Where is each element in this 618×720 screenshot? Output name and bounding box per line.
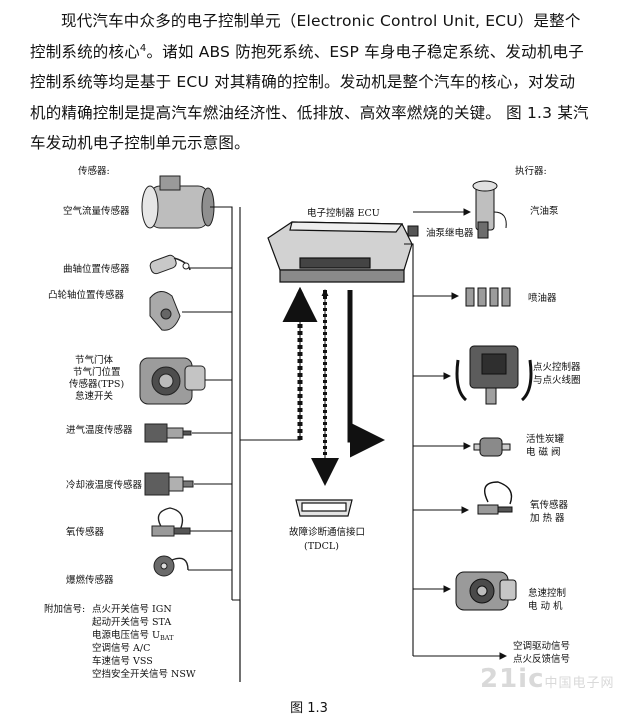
diagnostic-connector-icon <box>295 499 353 517</box>
ecu-unit-icon <box>267 221 413 283</box>
actuator-label-canister-2: 电 磁 阀 <box>526 446 561 458</box>
signal-vss: 车速信号 VSS <box>92 655 153 667</box>
actuator-label-fuel-pump: 汽油泵 <box>530 205 559 217</box>
sensor-connector-lines <box>182 206 241 682</box>
watermark-main: 21ic <box>480 664 545 694</box>
reference-number: 4 <box>139 42 147 54</box>
actuator-label-signal-2: 点火反馈信号 <box>513 653 570 665</box>
sensor-label-intake-temp: 进气温度传感器 <box>66 424 133 436</box>
paragraph-text-1: 现代汽车中众多的电子控制单元（Electronic Control Unit, … <box>30 12 581 61</box>
actuator-label-canister-1: 活性炭罐 <box>526 433 565 445</box>
coolant-temp-sensor-icon <box>144 472 194 496</box>
diagnostic-label-2: (TDCL) <box>304 541 339 552</box>
actuator-label-ignition-1: 点火控制器 <box>533 361 581 373</box>
actuator-label-oxygen-2: 加 热 器 <box>530 512 565 524</box>
relay-label: 油泵继电器 <box>426 227 474 239</box>
ecu-diagnostic-arrows <box>282 287 385 486</box>
knock-sensor-icon <box>153 555 189 577</box>
sensor-label-oxygen: 氧传感器 <box>66 526 105 538</box>
throttle-body-icon <box>139 357 206 405</box>
sensor-label-throttle-2: 节气门位置 <box>73 366 121 378</box>
crankshaft-sensor-icon <box>149 254 191 275</box>
signal-ac: 空调信号 A/C <box>92 642 150 654</box>
actuator-label-signal-1: 空调驱动信号 <box>513 640 570 652</box>
canister-valve-icon <box>473 437 511 457</box>
body-paragraph: 现代汽车中众多的电子控制单元（Electronic Control Unit, … <box>30 6 590 159</box>
ecu-input-line <box>240 286 304 441</box>
sensor-label-knock: 爆燃传感器 <box>66 574 114 586</box>
actuator-label-injector: 喷油器 <box>528 292 557 304</box>
actuators-title: 执行器: <box>515 165 547 177</box>
watermark-sub: 中国电子网 <box>544 676 615 691</box>
fuel-pump-icon <box>472 180 507 239</box>
watermark-logo: 21ic中国电子网 <box>480 664 615 694</box>
fuel-injector-icon <box>465 287 511 307</box>
signal-ubat-sub: BAT <box>160 634 174 642</box>
diagnostic-label-1: 故障诊断通信接口 <box>289 526 365 538</box>
signal-sta: 起动开关信号 STA <box>92 616 171 628</box>
sensor-label-coolant-temp: 冷却液温度传感器 <box>66 479 143 491</box>
ignition-coil-icon <box>455 345 533 405</box>
sensor-label-air-flow: 空气流量传感器 <box>63 205 130 217</box>
sensor-label-throttle-4: 怠速开关 <box>75 390 114 402</box>
sensors-title: 传感器: <box>78 165 110 177</box>
air-flow-sensor-icon <box>141 175 215 229</box>
sensor-label-throttle-1: 节气门体 <box>75 354 114 366</box>
actuator-connector-lines <box>404 208 508 660</box>
actuator-label-oxygen-1: 氧传感器 <box>530 499 569 511</box>
signal-nsw: 空挡安全开关信号 NSW <box>92 668 196 680</box>
additional-signals-title: 附加信号: <box>44 603 85 615</box>
oxygen-heater-icon <box>477 481 513 515</box>
figure-caption: 图 1.3 <box>290 701 328 716</box>
actuator-label-idle-1: 怠速控制 <box>528 587 566 599</box>
sensor-label-crankshaft: 曲轴位置传感器 <box>63 263 130 275</box>
signal-ubat: 电源电压信号 UBAT <box>92 629 174 642</box>
paragraph-text-2: 。诸如 ABS 防抱死系统、ESP 车身电子稳定系统、发动机电子控制系统等均是基… <box>30 42 589 153</box>
intake-temp-sensor-icon <box>144 423 192 443</box>
camshaft-sensor-icon <box>149 291 181 331</box>
signal-ubat-text: 电源电压信号 U <box>92 629 160 641</box>
fuel-pump-relay-icon <box>407 225 419 237</box>
oxygen-sensor-icon <box>151 507 191 537</box>
signal-ign: 点火开关信号 IGN <box>92 603 172 615</box>
actuator-label-idle-2: 电 动 机 <box>528 600 563 612</box>
actuator-label-ignition-2: 与点火线圈 <box>533 374 581 386</box>
ecu-label: 电子控制器 ECU <box>307 207 380 219</box>
sensor-label-throttle-3: 传感器(TPS) <box>69 378 124 390</box>
idle-control-motor-icon <box>455 571 517 611</box>
sensor-label-camshaft: 凸轮轴位置传感器 <box>48 289 125 301</box>
